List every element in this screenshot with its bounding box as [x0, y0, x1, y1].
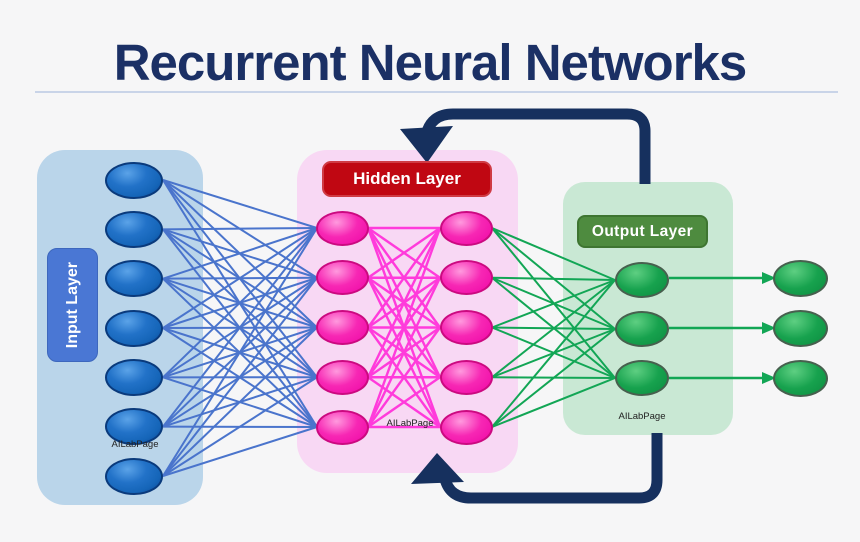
hidden-node: [315, 210, 369, 246]
hidden-node: [439, 359, 493, 395]
recurrent-loop-bottom: [411, 433, 663, 504]
output-node: [615, 360, 669, 396]
input-node: [105, 210, 163, 248]
watermark-input: AILabPage: [111, 439, 159, 450]
input-layer-label: Input Layer: [47, 248, 98, 362]
watermark-output: AILabPage: [618, 411, 666, 422]
hidden-layer-label: Hidden Layer: [322, 161, 492, 197]
hidden-node: [315, 409, 369, 445]
hidden-output-connections: [491, 227, 616, 428]
hidden-layer-label-text: Hidden Layer: [353, 169, 461, 188]
input-node: [105, 457, 163, 495]
hidden-node: [315, 260, 369, 296]
output-node: [615, 311, 669, 347]
hidden-node: [439, 310, 493, 345]
watermark-hidden: AILabPage: [386, 418, 434, 429]
output-layer-label: Output Layer: [577, 215, 708, 248]
result-node: [772, 309, 828, 347]
result-node: [772, 259, 828, 297]
hidden-node: [315, 310, 369, 345]
hidden-node: [315, 359, 369, 395]
output-arrows: [669, 272, 776, 384]
input-node: [105, 260, 163, 298]
title-underline: [35, 91, 838, 93]
input-node: [105, 408, 163, 446]
hidden-node: [439, 409, 493, 445]
input-hidden-connections: [162, 179, 318, 477]
output-node: [615, 262, 669, 298]
input-layer-label-text: Input Layer: [63, 261, 81, 349]
input-node: [105, 161, 163, 199]
result-node: [772, 359, 828, 397]
input-node: [105, 309, 163, 347]
recurrent-loop-top: [400, 108, 651, 184]
hidden-hidden-connections: [366, 226, 442, 429]
hidden-node: [439, 210, 493, 246]
input-node: [105, 358, 163, 396]
hidden-node: [439, 260, 493, 296]
output-layer-label-text: Output Layer: [591, 222, 694, 240]
diagram-title: Recurrent Neural Networks: [113, 34, 748, 91]
